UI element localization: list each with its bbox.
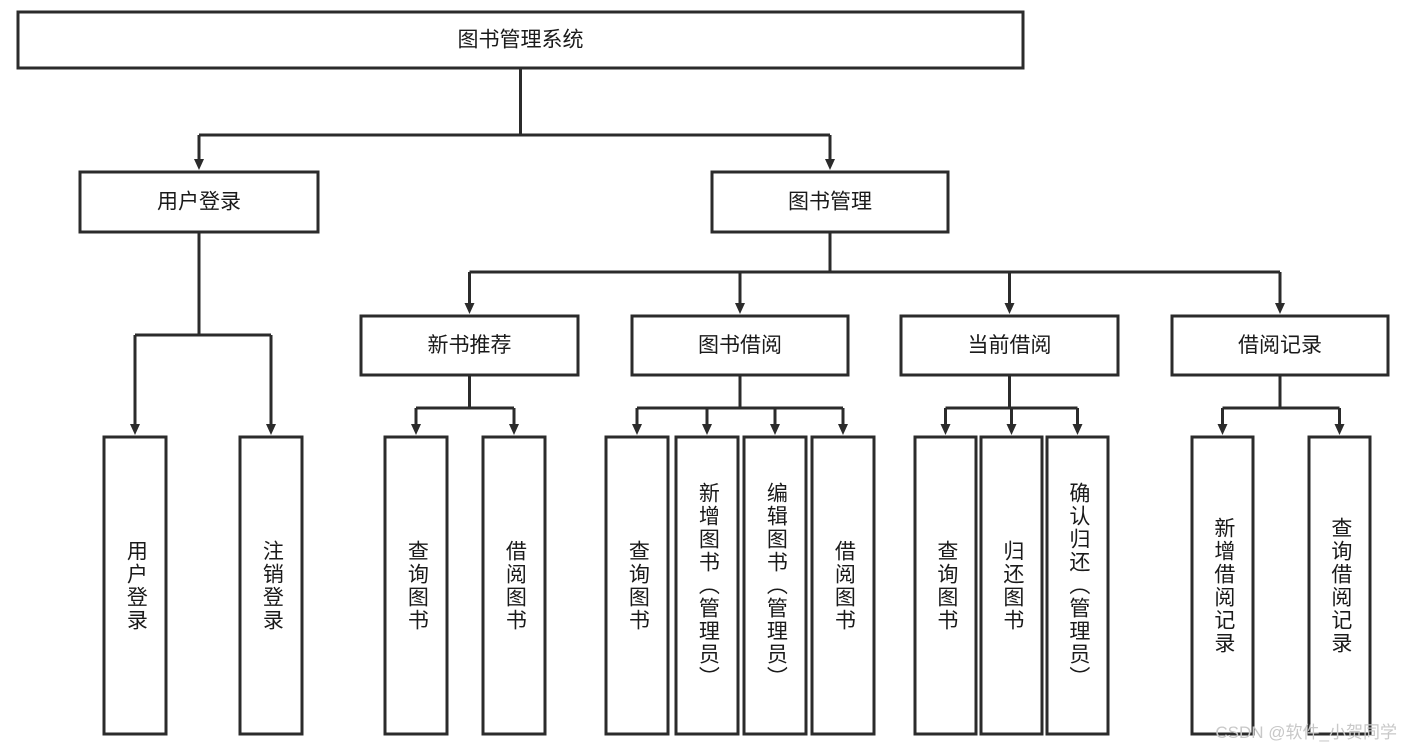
node-label-borrow-record: 借阅记录 — [1238, 334, 1322, 357]
node-label-root: 图书管理系统 — [458, 29, 584, 52]
connector-lines — [130, 68, 1345, 435]
node-label-user-login: 用户登录 — [157, 191, 241, 214]
node-box-leaf-borrow-book-2[interactable] — [810, 435, 876, 736]
node-boxes — [16, 10, 1390, 736]
node-box-leaf-query-book-2[interactable] — [604, 435, 670, 736]
node-box-leaf-add-record[interactable] — [1190, 435, 1255, 736]
node-box-leaf-confirm-return[interactable] — [1045, 435, 1110, 736]
node-box-borrow-record[interactable] — [1170, 314, 1390, 377]
csdn-watermark: CSDN @软件_小贺同学 — [1215, 723, 1397, 742]
node-box-leaf-query-book-3[interactable] — [913, 435, 978, 736]
node-box-new-book-rec[interactable] — [359, 314, 580, 377]
node-label-new-book-rec: 新书推荐 — [428, 334, 512, 357]
node-box-leaf-borrow-book-1[interactable] — [481, 435, 547, 736]
node-box-root[interactable] — [16, 10, 1025, 70]
node-box-leaf-query-book-1[interactable] — [383, 435, 449, 736]
node-box-leaf-return-book[interactable] — [979, 435, 1044, 736]
node-box-current-borrow[interactable] — [899, 314, 1120, 377]
node-box-leaf-user-logout[interactable] — [238, 435, 304, 736]
node-box-user-login[interactable] — [78, 170, 320, 234]
node-box-leaf-edit-book[interactable] — [742, 435, 808, 736]
node-box-leaf-user-login[interactable] — [102, 435, 168, 736]
node-box-leaf-add-book[interactable] — [674, 435, 740, 736]
node-box-leaf-query-record[interactable] — [1307, 435, 1372, 736]
node-box-book-manage[interactable] — [710, 170, 950, 234]
node-label-book-manage: 图书管理 — [788, 191, 872, 214]
node-label-current-borrow: 当前借阅 — [968, 334, 1052, 357]
node-label-book-borrow: 图书借阅 — [698, 334, 782, 357]
node-box-book-borrow[interactable] — [630, 314, 850, 377]
